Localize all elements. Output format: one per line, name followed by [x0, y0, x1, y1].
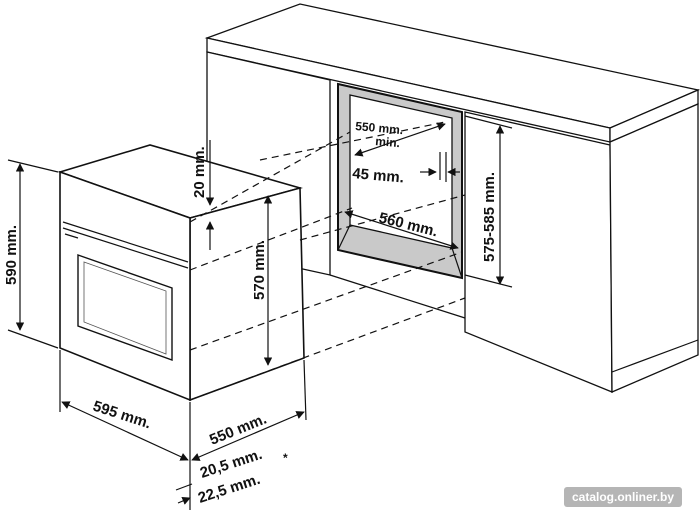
label-oven-depth: 550 mm.	[207, 410, 269, 448]
label-oven-width: 595 mm.	[91, 398, 153, 433]
label-asterisk: *	[283, 451, 288, 465]
oven-door-window	[77, 254, 173, 361]
label-niche-min-note: min.	[375, 134, 401, 150]
oven	[57, 144, 305, 402]
label-niche-height: 575-585 mm.	[481, 172, 498, 262]
label-oven-height: 590 mm.	[3, 225, 20, 285]
dimension-lines	[7, 115, 513, 510]
label-niche-side-gap: 45 mm.	[352, 165, 405, 186]
label-oven-inner-height: 570 mm.	[251, 240, 268, 300]
watermark: catalog.onliner.by	[563, 487, 682, 507]
label-niche-min-depth: 550 mm.	[355, 119, 404, 137]
label-top-gap: 20 mm.	[191, 146, 208, 198]
